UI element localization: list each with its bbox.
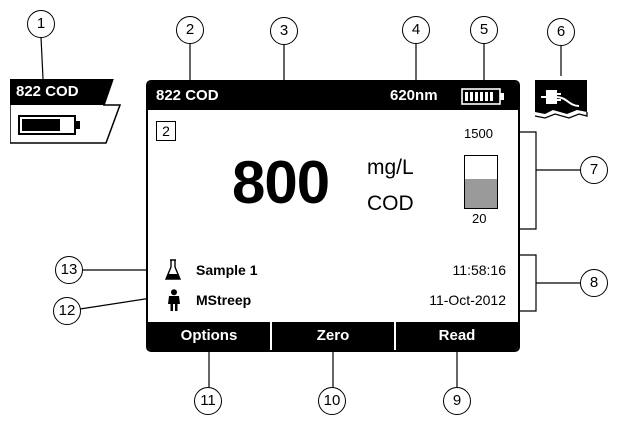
callout-7: 7 bbox=[580, 156, 608, 184]
zero-button[interactable]: Zero bbox=[272, 322, 396, 350]
sample-time: 11:58:16 bbox=[452, 262, 506, 278]
inset-battery-low: 822 COD bbox=[10, 79, 126, 153]
program-name: 822 COD bbox=[156, 87, 219, 104]
bracket-8 bbox=[518, 254, 581, 312]
battery-full-icon bbox=[461, 88, 504, 105]
power-plug-icon bbox=[541, 90, 580, 107]
leader-line-12 bbox=[79, 296, 159, 310]
range-bar bbox=[464, 155, 498, 209]
operator-date: 11-Oct-2012 bbox=[429, 292, 506, 308]
person-icon bbox=[168, 289, 180, 311]
callout-9: 9 bbox=[443, 387, 471, 415]
callout-1: 1 bbox=[27, 10, 55, 38]
read-button[interactable]: Read bbox=[438, 327, 476, 344]
inset-program-label: 822 COD bbox=[16, 83, 79, 100]
sample-count-box: 2 bbox=[156, 121, 176, 141]
callout-8: 8 bbox=[580, 269, 608, 297]
callout-4: 4 bbox=[402, 16, 430, 44]
callout-3: 3 bbox=[270, 17, 298, 45]
callout-11: 11 bbox=[194, 387, 222, 415]
sample-name: Sample 1 bbox=[196, 262, 258, 278]
status-bar: 822 COD 620nm bbox=[148, 82, 518, 110]
operator-name: MStreep bbox=[196, 292, 252, 308]
range-bar-fill bbox=[465, 179, 497, 208]
reading-value: 800 bbox=[232, 149, 330, 216]
range-min-label: 20 bbox=[472, 211, 487, 226]
softkey-bar: Options Zero Read bbox=[148, 322, 518, 350]
reading-unit: mg/L bbox=[367, 156, 414, 179]
reading-parameter: COD bbox=[367, 192, 414, 215]
battery-low-icon bbox=[18, 115, 80, 135]
options-button[interactable]: Options bbox=[148, 322, 272, 350]
callout-13: 13 bbox=[55, 256, 83, 284]
callout-2: 2 bbox=[176, 16, 204, 44]
bracket-7 bbox=[518, 131, 581, 230]
callout-12: 12 bbox=[53, 297, 81, 325]
callout-10: 10 bbox=[318, 387, 346, 415]
range-max-label: 1500 bbox=[464, 126, 493, 141]
flask-icon bbox=[165, 259, 181, 280]
instrument-display: 822 COD 620nm 2 800 mg/L COD 1500 20 bbox=[146, 80, 520, 352]
callout-6: 6 bbox=[547, 18, 575, 46]
callout-5: 5 bbox=[470, 16, 498, 44]
wavelength: 620nm bbox=[390, 87, 438, 104]
inset-power bbox=[531, 76, 597, 124]
